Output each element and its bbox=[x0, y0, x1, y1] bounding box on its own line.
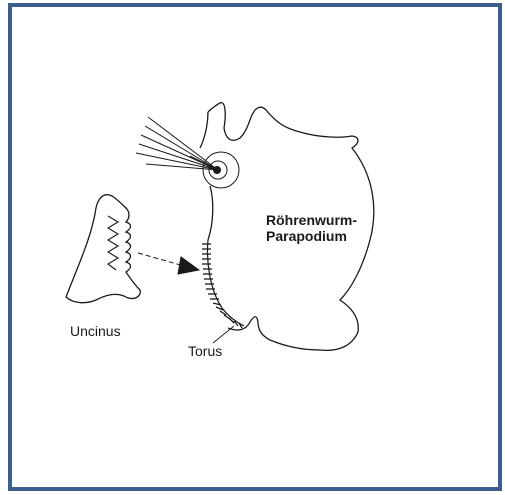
uncinus-outline bbox=[66, 195, 140, 303]
parapodium-title-line1: Röhrenwurm- bbox=[266, 212, 357, 228]
uncinus-arrow bbox=[138, 253, 199, 274]
parapodium-title: Röhrenwurm- Parapodium bbox=[266, 212, 357, 244]
uncinus-teeth bbox=[108, 216, 118, 270]
aciculum-inner bbox=[214, 167, 221, 174]
torus-label: Torus bbox=[188, 343, 222, 359]
parapodium-left-edge bbox=[200, 112, 208, 148]
parapodium-title-line2: Parapodium bbox=[266, 228, 357, 244]
torus-edge bbox=[208, 240, 244, 326]
uncinus-label: Uncinus bbox=[70, 323, 121, 339]
parapodium-front-edge bbox=[208, 186, 213, 240]
torus-pointer bbox=[213, 326, 234, 343]
frame-border bbox=[10, 5, 500, 489]
